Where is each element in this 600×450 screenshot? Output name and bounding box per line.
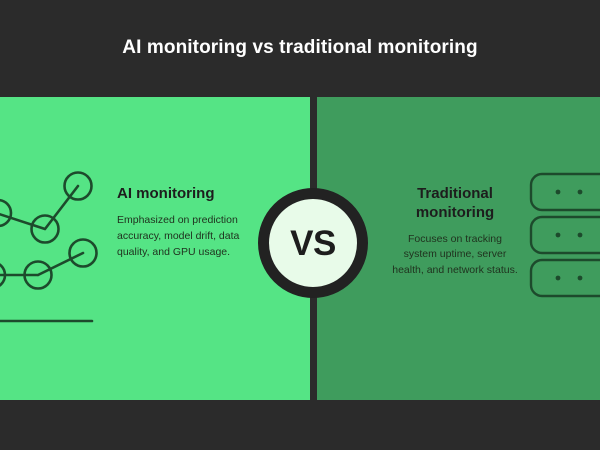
right-panel-heading: Traditional monitoring [415, 185, 495, 221]
right-panel-text: Traditional monitoring Focuses on tracki… [390, 185, 520, 279]
vs-badge: VS [258, 188, 368, 298]
left-panel-heading: AI monitoring [117, 185, 215, 202]
page-title: AI monitoring vs traditional monitoring [122, 37, 478, 59]
line-chart-nodes-icon [0, 150, 105, 340]
left-panel-body: Emphasized on prediction accuracy, model… [117, 213, 240, 258]
left-panel-text: AI monitoring Emphasized on prediction a… [117, 185, 262, 261]
server-racks-icon [525, 168, 600, 300]
vs-label: VS [290, 223, 336, 263]
title-bar: AI monitoring vs traditional monitoring [0, 0, 600, 97]
right-panel-body: Focuses on tracking system uptime, serve… [392, 232, 518, 277]
